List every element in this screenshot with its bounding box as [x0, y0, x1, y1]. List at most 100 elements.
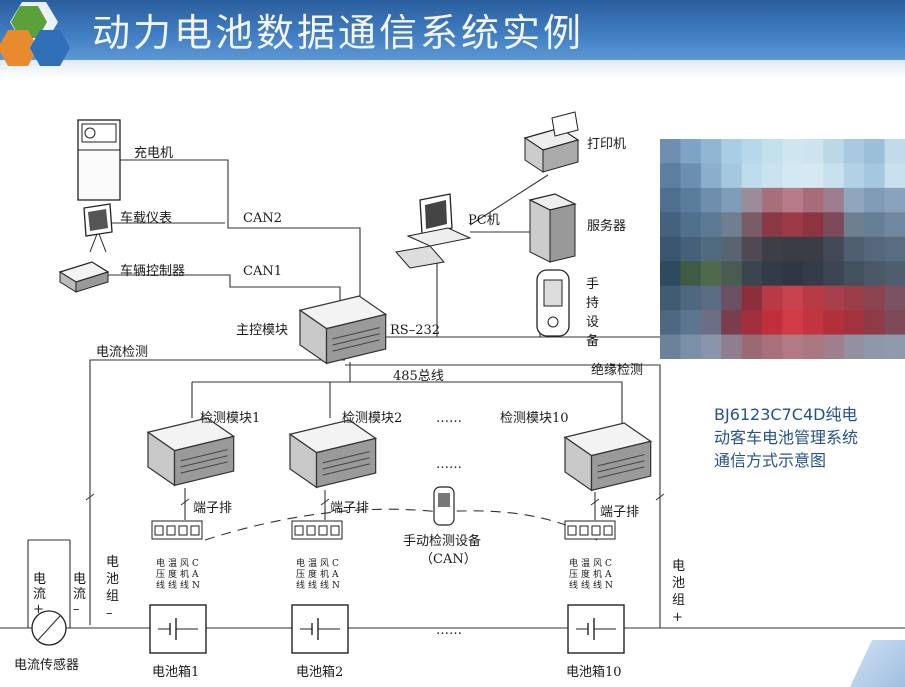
- detect-module-label: 检测模块10: [500, 411, 569, 426]
- wire-label: C: [192, 559, 199, 569]
- printer-label: 打印机: [587, 137, 626, 152]
- mosaic-tile: [843, 285, 865, 311]
- mosaic-tile: [864, 139, 886, 165]
- wire-label: C: [605, 559, 612, 569]
- mosaic-tile: [660, 187, 682, 213]
- mosaic-tile: [823, 187, 845, 213]
- caption-line: 通信方式示意图: [714, 451, 827, 470]
- mosaic-tile: [741, 139, 763, 165]
- terminal-block-label: 端子排: [600, 505, 639, 520]
- mosaic-tile: [680, 261, 702, 287]
- diagram-caption: BJ6123C7C4D纯电 动客车电池管理系统 通信方式示意图: [714, 403, 904, 472]
- wire-label: 机: [180, 568, 189, 580]
- wire-label: 机: [320, 568, 329, 580]
- wire-label: 压: [156, 569, 165, 580]
- wire-label: 度: [168, 568, 177, 580]
- mosaic-tile: [864, 212, 886, 238]
- mosaic-tile: [741, 261, 763, 287]
- mosaic-tile: [802, 139, 824, 165]
- rs232-label: RS–232: [390, 323, 440, 338]
- ellipsis-label: ……: [436, 623, 462, 638]
- mosaic-tile: [721, 187, 743, 213]
- mosaic-tile: [843, 310, 865, 336]
- mosaic-tile: [660, 236, 682, 262]
- wire-label: 电: [156, 557, 165, 569]
- mosaic-tile: [843, 163, 865, 189]
- mosaic-tile: [823, 212, 845, 238]
- title-bar: [0, 0, 905, 60]
- mosaic-tile: [721, 310, 743, 336]
- terminal-block-1: [151, 520, 203, 540]
- mosaic-tile: [802, 310, 824, 336]
- wire-label: 线: [569, 579, 578, 591]
- can1-label: CAN1: [243, 264, 282, 279]
- current-sensor-icon: [31, 610, 67, 646]
- battery-box-10-icon: [567, 604, 625, 654]
- mosaic-tile: [782, 212, 804, 238]
- mosaic-tile: [721, 261, 743, 287]
- mosaic-tile: [884, 285, 905, 311]
- mosaic-tile: [823, 163, 845, 189]
- terminal-block-label: 端子排: [330, 501, 369, 516]
- mosaic-tile: [782, 163, 804, 189]
- mosaic-tile: [721, 212, 743, 238]
- wire-label: 温: [581, 558, 590, 569]
- mosaic-tile: [843, 261, 865, 287]
- mosaic-tile: [802, 212, 824, 238]
- mosaic-tile: [680, 139, 702, 165]
- wire-label: 度: [308, 568, 317, 580]
- mosaic-tile: [741, 163, 763, 189]
- mosaic-tile: [864, 310, 886, 336]
- terminal-block-2: [291, 520, 343, 540]
- manual-can-link: [204, 508, 598, 541]
- pack-plus-label: 池: [672, 576, 685, 591]
- server-icon: [528, 193, 577, 263]
- insulation-detect-label: 绝缘检测: [591, 362, 643, 378]
- handheld-label: 设: [586, 315, 599, 330]
- mosaic-tile: [884, 187, 905, 213]
- mosaic-tile: [884, 334, 905, 359]
- mosaic-tile: [741, 187, 763, 213]
- wire-label: 温: [168, 558, 177, 569]
- manual-device-label: 手动检测设备: [403, 533, 481, 549]
- mosaic-tile: [700, 310, 722, 336]
- mosaic-tile: [721, 236, 743, 262]
- vehicle-controller-icon: [58, 261, 110, 293]
- wire-label: 风: [593, 558, 602, 569]
- mosaic-tile: [762, 261, 784, 287]
- detect-module-2: [289, 419, 377, 488]
- mosaic-tile: [823, 334, 845, 359]
- printer-icon: [523, 111, 580, 173]
- wire-label: 风: [180, 558, 189, 569]
- mosaic-tile: [864, 187, 886, 213]
- pack-minus-label: 池: [106, 572, 119, 587]
- mosaic-tile: [741, 236, 763, 262]
- dashboard-label: 车载仪表: [120, 210, 172, 226]
- mosaic-tile: [843, 139, 865, 165]
- manual-can-label: （CAN）: [420, 552, 477, 567]
- slide-title: 动力电池数据通信系统实例: [92, 11, 585, 55]
- mosaic-tile: [864, 236, 886, 262]
- mosaic-tile: [823, 285, 845, 311]
- mosaic-tile: [660, 261, 682, 287]
- detect-module-label: 检测模块1: [200, 411, 260, 426]
- wire-label: 电: [296, 557, 305, 569]
- charger-label: 充电机: [134, 145, 173, 161]
- charger-icon: [77, 119, 121, 201]
- handheld-label: 手: [586, 277, 599, 292]
- battery-box-2-icon: [291, 604, 349, 654]
- mosaic-tile: [782, 261, 804, 287]
- mosaic-tile: [721, 163, 743, 189]
- mosaic-tile: [700, 285, 722, 311]
- vehicle-controller-label: 车辆控制器: [120, 263, 185, 279]
- mosaic-tile: [802, 163, 824, 189]
- mosaic-tile: [802, 236, 824, 262]
- battery-box-1-icon: [149, 604, 207, 654]
- mosaic-tile: [700, 139, 722, 165]
- pc-label: PC机: [468, 213, 500, 228]
- current-minus-label: 电: [73, 572, 86, 587]
- wire-label: 度: [581, 568, 590, 580]
- mosaic-tile: [884, 139, 905, 165]
- wire-label: 压: [569, 569, 578, 580]
- mosaic-tile: [721, 334, 743, 359]
